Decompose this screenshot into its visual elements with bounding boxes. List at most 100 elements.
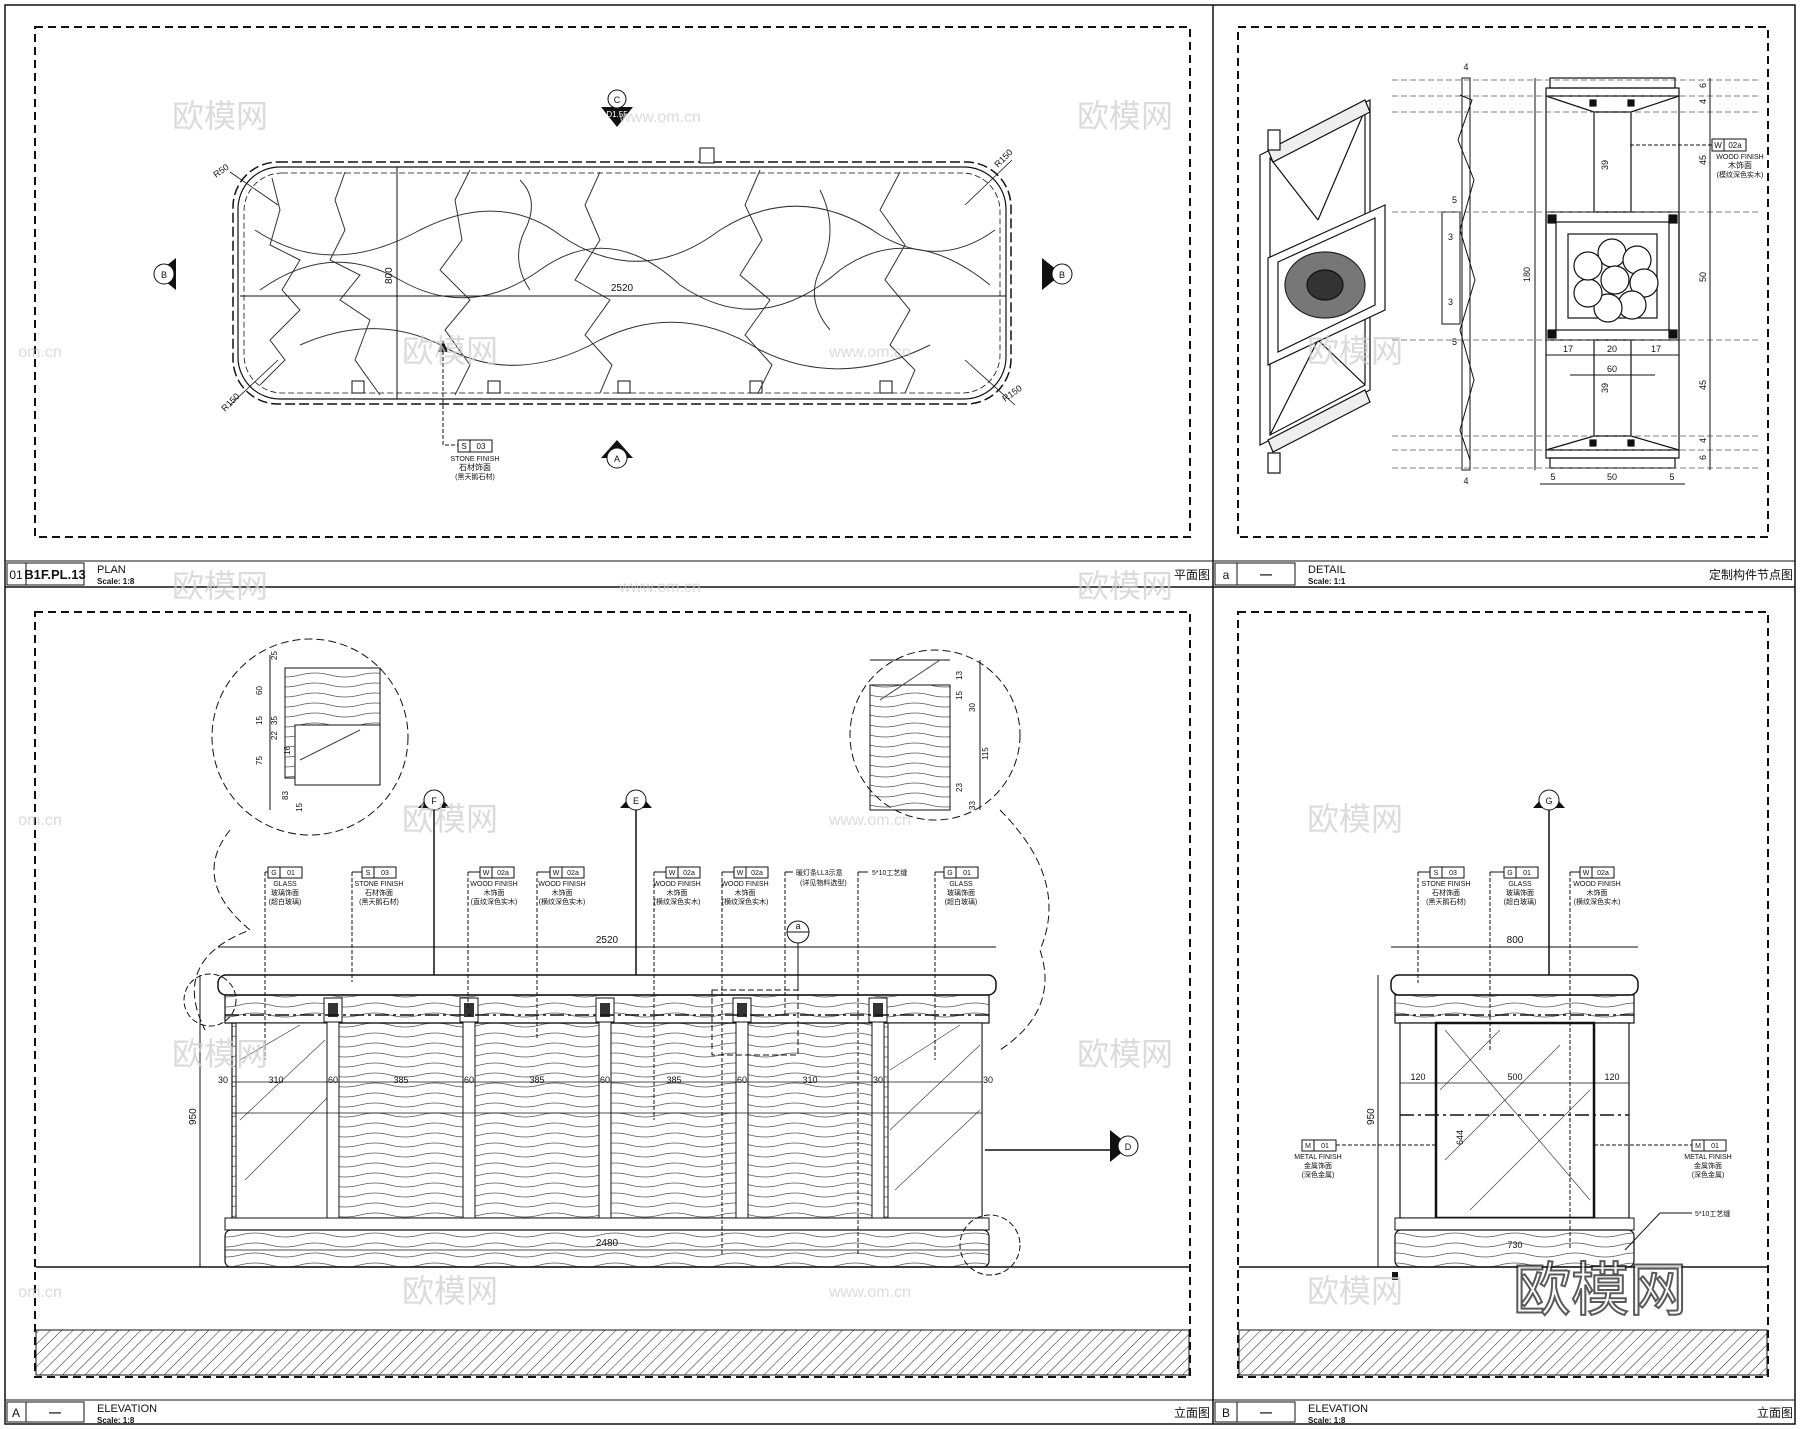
section-marker-g[interactable]: G: [1533, 789, 1565, 975]
svg-text:R150: R150: [1000, 383, 1023, 404]
svg-text:Scale: 1:8: Scale: 1:8: [97, 1416, 135, 1425]
svg-text:(黑天鹅石材): (黑天鹅石材): [1426, 897, 1466, 906]
svg-text:WOOD FINISH: WOOD FINISH: [653, 881, 700, 888]
svg-text:木饰面: 木饰面: [1587, 888, 1608, 897]
svg-text:欧模网: 欧模网: [402, 1273, 498, 1309]
svg-text:13: 13: [955, 671, 964, 680]
svg-text:W: W: [553, 870, 560, 877]
svg-text:om.cn: om.cn: [18, 812, 62, 829]
svg-text:45: 45: [1698, 380, 1708, 390]
section-marker-e[interactable]: E: [620, 789, 652, 975]
counter-top-a: [217, 974, 997, 996]
section-marker-f[interactable]: F: [418, 789, 450, 975]
svg-text:02a: 02a: [751, 870, 763, 877]
svg-text:120: 120: [1410, 1072, 1425, 1082]
svg-text:金属饰面: 金属饰面: [1304, 1161, 1332, 1170]
svg-text:平面图: 平面图: [1174, 568, 1210, 582]
svg-text:(超白玻璃): (超白玻璃): [1504, 897, 1537, 906]
svg-text:木饰面: 木饰面: [552, 888, 573, 897]
svg-text:01: 01: [1321, 1143, 1329, 1150]
section-marker-b-right[interactable]: B: [1042, 258, 1073, 290]
svg-text:G: G: [1545, 796, 1552, 806]
svg-text:欧模网: 欧模网: [402, 801, 498, 837]
section-marker-d[interactable]: D: [985, 1130, 1139, 1162]
svg-text:WOOD FINISH: WOOD FINISH: [1573, 881, 1620, 888]
svg-text:(深色金属): (深色金属): [1302, 1170, 1335, 1179]
svg-text:石材饰面: 石材饰面: [365, 888, 393, 897]
svg-text:730: 730: [1507, 1240, 1522, 1250]
svg-text:A: A: [614, 454, 620, 464]
svg-text:45: 45: [1698, 155, 1708, 165]
title-block-plan: 01 B1F.PL.13 PLAN Scale: 1:8 平面图: [6, 562, 1210, 586]
svg-text:—: —: [1260, 567, 1272, 581]
svg-text:16: 16: [283, 746, 292, 755]
svg-text:2480: 2480: [596, 1238, 619, 1249]
svg-text:G: G: [947, 870, 952, 877]
title-block-detail: a — DETAIL Scale: 1:1 定制构件节点图: [1214, 562, 1793, 586]
svg-text:23: 23: [955, 783, 964, 792]
svg-text:欧模网: 欧模网: [1077, 1036, 1173, 1072]
svg-text:欧模网: 欧模网: [1307, 333, 1403, 369]
svg-text:385: 385: [393, 1075, 408, 1085]
svg-text:STONE FINISH: STONE FINISH: [1422, 881, 1471, 888]
svg-text:01: 01: [287, 870, 295, 877]
svg-text:M: M: [1305, 1143, 1311, 1150]
svg-text:15: 15: [295, 803, 304, 812]
svg-text:02a: 02a: [1728, 141, 1742, 150]
svg-text:Scale: 1:8: Scale: 1:8: [1308, 1416, 1346, 1425]
detail-callout-a[interactable]: a: [786, 920, 810, 990]
svg-text:02a: 02a: [1597, 870, 1609, 877]
svg-text:木饰面: 木饰面: [484, 888, 505, 897]
svg-text:33: 33: [968, 801, 977, 810]
svg-text:60: 60: [464, 1075, 474, 1085]
svg-text:30: 30: [218, 1075, 228, 1085]
svg-text:30: 30: [968, 703, 977, 712]
plan-depth-dim: 800: [384, 267, 395, 284]
svg-text:www.om.cn: www.om.cn: [618, 109, 701, 126]
svg-text:6: 6: [1698, 455, 1708, 460]
svg-text:玻璃饰面: 玻璃饰面: [947, 888, 975, 897]
svg-text:木饰面: 木饰面: [667, 888, 688, 897]
section-marker-a[interactable]: A: [601, 440, 633, 469]
svg-text:B: B: [1059, 270, 1065, 280]
svg-text:6: 6: [1698, 83, 1708, 88]
svg-text:欧模网: 欧模网: [172, 98, 268, 134]
svg-text:WOOD FINISH: WOOD FINISH: [721, 881, 768, 888]
svg-text:75: 75: [255, 756, 264, 765]
svg-text:ELEVATION: ELEVATION: [1308, 1403, 1368, 1415]
svg-text:(超白玻璃): (超白玻璃): [269, 897, 302, 906]
plan-width-dim: 2520: [611, 283, 634, 294]
svg-text:(超白玻璃): (超白玻璃): [945, 897, 978, 906]
svg-text:欧模网: 欧模网: [1307, 1273, 1403, 1309]
svg-text:木饰面: 木饰面: [1728, 160, 1752, 170]
svg-text:暖灯条LL3示意: 暖灯条LL3示意: [796, 868, 843, 877]
svg-text:60: 60: [737, 1075, 747, 1085]
svg-text:欧模网: 欧模网: [402, 333, 498, 369]
svg-text:GLASS: GLASS: [949, 881, 973, 888]
svg-text:950: 950: [1366, 1108, 1377, 1125]
svg-text:03: 03: [1449, 870, 1457, 877]
svg-text:立面图: 立面图: [1174, 1405, 1210, 1420]
plan-outline: [237, 166, 1007, 400]
section-marker-b-left[interactable]: B: [153, 258, 176, 290]
svg-text:30: 30: [983, 1075, 993, 1085]
svg-text:B1F.PL.13: B1F.PL.13: [24, 567, 85, 582]
elevation-b-frame: [1237, 611, 1769, 1378]
svg-text:(直纹深色实木): (直纹深色实木): [471, 897, 518, 906]
svg-text:20: 20: [1607, 344, 1617, 354]
watermarks: 欧模网 www.om.cn 欧模网 欧模网 www.om.cn 欧模网 om.c…: [18, 98, 1688, 1324]
section-marker-c[interactable]: C D1.55: [601, 89, 633, 127]
svg-text:5: 5: [1669, 472, 1674, 482]
svg-text:欧模网: 欧模网: [172, 568, 268, 604]
floor-hatch-a: [35, 1329, 1190, 1376]
svg-text:M: M: [1695, 1143, 1701, 1150]
svg-text:3: 3: [1448, 232, 1453, 242]
svg-text:a: a: [795, 921, 800, 931]
svg-text:石材饰面: 石材饰面: [1432, 888, 1460, 897]
